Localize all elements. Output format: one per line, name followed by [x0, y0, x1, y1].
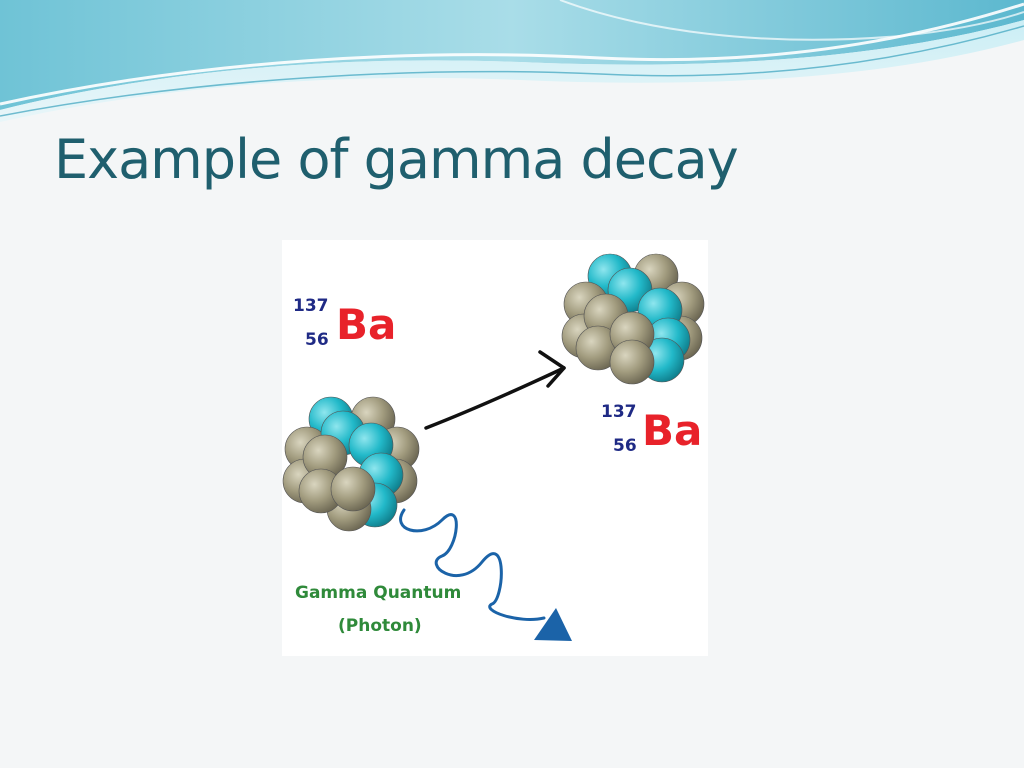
product-atomic-number: 56	[613, 436, 637, 456]
parent-nucleus	[282, 396, 420, 532]
decay-arrow	[424, 350, 566, 430]
photon-arrowhead	[534, 608, 572, 641]
product-nucleus	[561, 253, 705, 385]
photon-wave	[399, 508, 572, 641]
parent-atomic-number: 56	[305, 330, 329, 350]
photon-label: (Photon)	[338, 616, 422, 636]
gamma-decay-diagram: 137 56 Ba 137 56 Ba Gamma Quantum (Photo…	[282, 240, 708, 656]
parent-mass-number: 137	[293, 296, 329, 316]
diagram-graphics	[282, 253, 705, 641]
product-element-symbol: Ba	[642, 406, 703, 455]
slide-title: Example of gamma decay	[54, 128, 739, 191]
header-wave-decoration	[0, 0, 1024, 122]
parent-element-symbol: Ba	[336, 300, 397, 349]
product-mass-number: 137	[601, 402, 637, 422]
gamma-quantum-label: Gamma Quantum	[295, 583, 462, 603]
